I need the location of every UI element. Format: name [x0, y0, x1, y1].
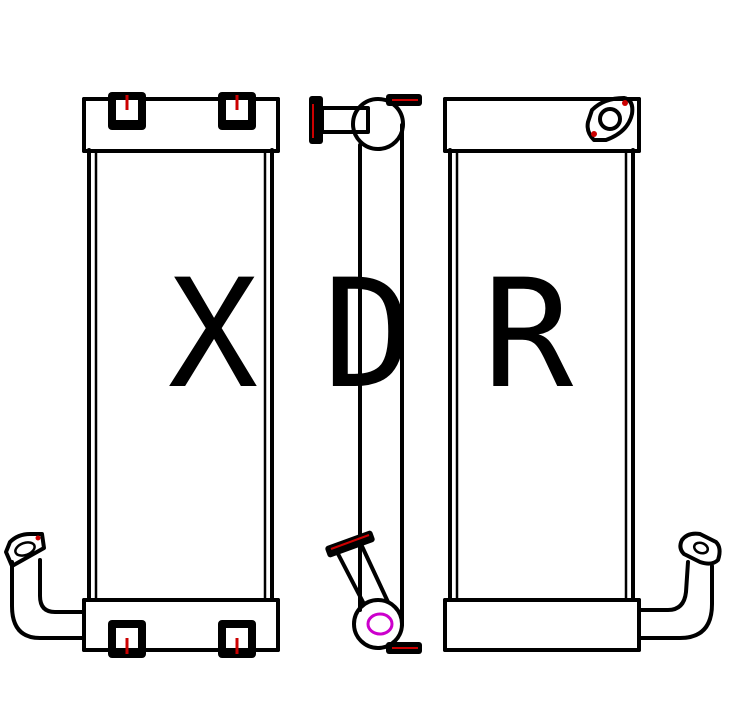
side-outlet-pipe-right	[358, 540, 390, 604]
rear-top-tank	[443, 97, 641, 153]
rear-outlet-flange	[678, 531, 722, 566]
side-inlet-neck	[351, 97, 405, 151]
side-inlet-flange	[309, 96, 323, 144]
front-view-letter: X	[168, 248, 258, 422]
side-inlet-stub	[320, 106, 370, 134]
rear-outlet-pipe-inner	[637, 560, 690, 612]
rear-view: R	[443, 96, 722, 652]
side-view-letter: D	[323, 248, 413, 422]
front-outlet-flange-marker	[35, 535, 41, 541]
side-outlet-flange	[325, 530, 375, 558]
rear-outlet-flange-hole	[692, 541, 710, 555]
front-outlet-flange-hole	[14, 541, 36, 557]
rear-view-letter: R	[483, 248, 574, 422]
side-outlet-pipe-left	[334, 548, 366, 606]
side-view: D	[309, 94, 422, 654]
rear-inlet-flange-marker-bottom	[591, 131, 597, 137]
rear-inlet-flange-marker-top	[622, 100, 628, 106]
front-view: X	[4, 92, 280, 658]
front-outlet-pipe-outer	[10, 560, 86, 640]
side-outlet-neck	[352, 598, 404, 650]
side-outlet-flange-marker	[330, 534, 370, 550]
rear-inlet-flange	[585, 96, 635, 142]
front-outlet-pipe-inner	[38, 558, 86, 614]
rear-bottom-tank	[443, 598, 641, 652]
rear-inlet-flange-bore	[598, 107, 622, 131]
front-outlet-flange	[4, 532, 46, 568]
side-outlet-bore	[366, 612, 394, 636]
rear-outlet-pipe-outer	[637, 564, 714, 640]
